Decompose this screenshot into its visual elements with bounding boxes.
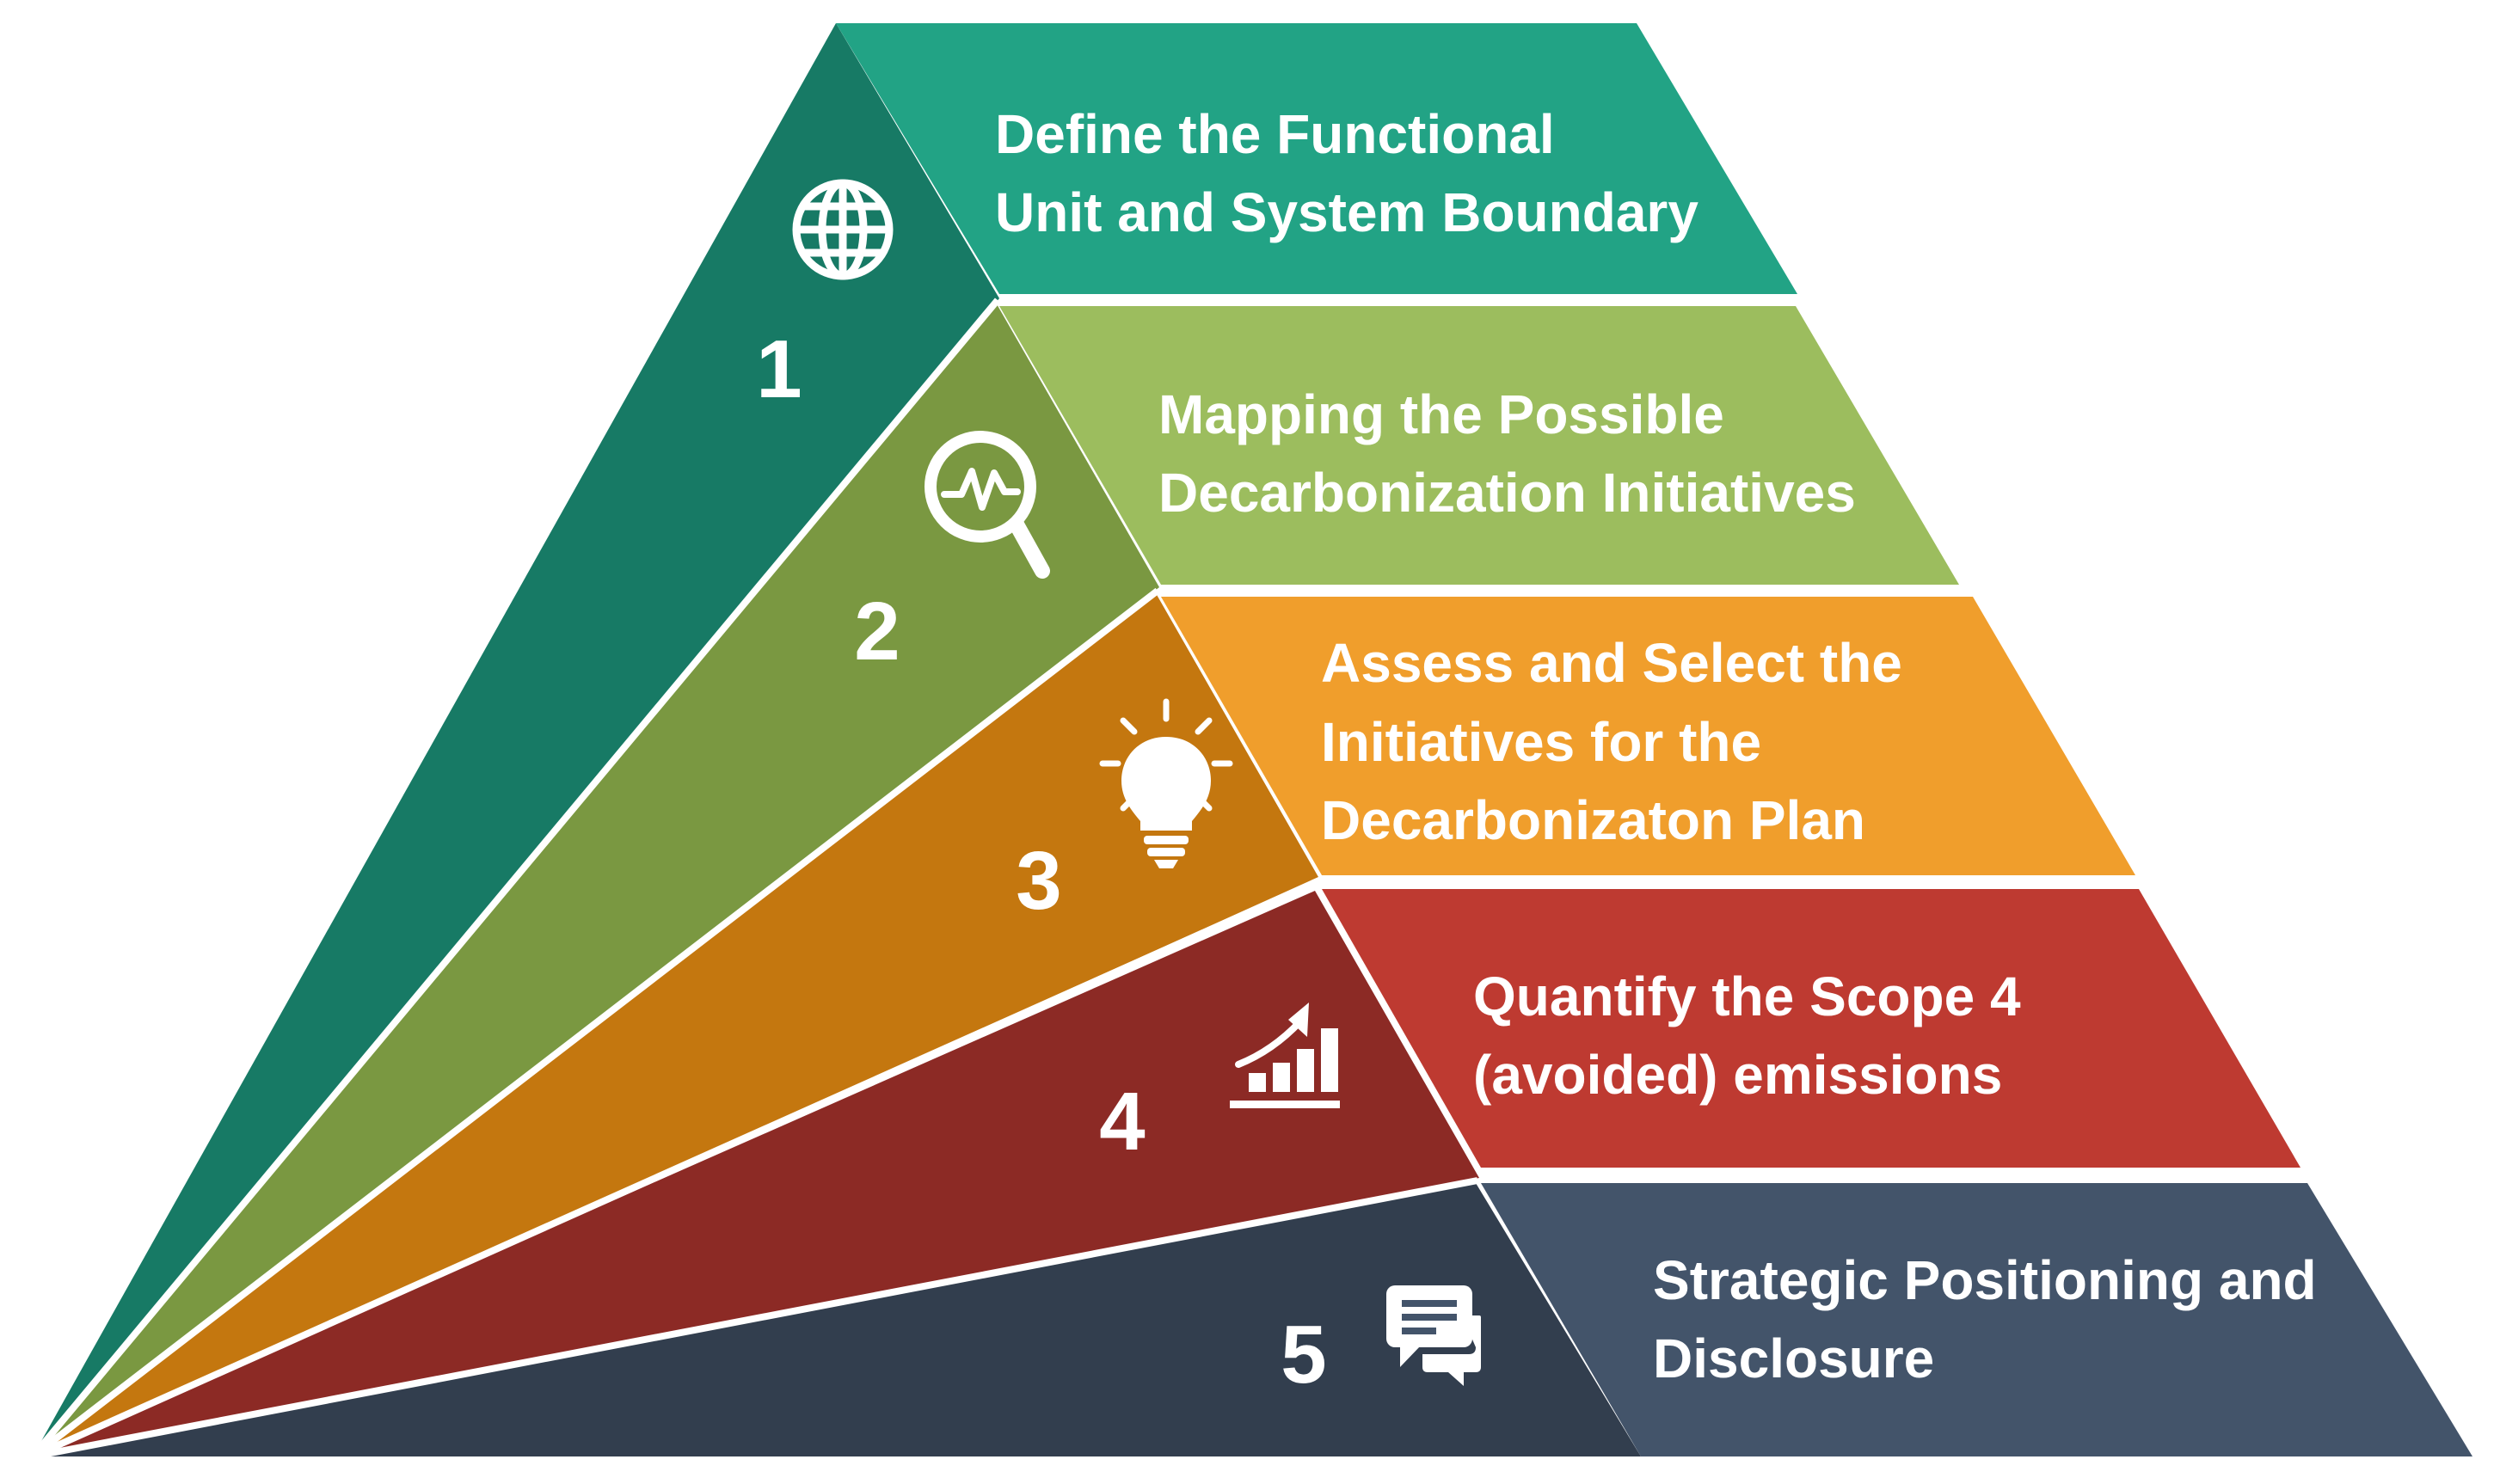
step-3-line-1: Assess and Select the <box>1321 632 1902 694</box>
magnifier-chart-icon <box>924 431 1050 579</box>
side-facet-5 <box>33 1183 1641 1456</box>
step-4-line-1: Quantify the Scope 4 <box>1473 966 2021 1027</box>
step-4-line-2: (avoided) emissions <box>1473 1044 2002 1106</box>
side-facet-4 <box>33 891 1479 1456</box>
step-number-3: 3 <box>1016 835 1061 927</box>
step-5-label: Strategic Positioning and Disclosure <box>1653 1249 2331 1389</box>
step-2-line-1: Mapping the Possible <box>1158 383 1724 445</box>
side-facets <box>29 23 1641 1460</box>
step-5-line-2: Disclosure <box>1653 1328 1934 1389</box>
step-number-4: 4 <box>1099 1076 1145 1168</box>
step-number-2: 2 <box>854 586 900 678</box>
lightbulb-icon <box>1099 698 1233 868</box>
step-number-5: 5 <box>1281 1309 1326 1401</box>
step-3-label: Assess and Select the Initiatives for th… <box>1321 632 1918 851</box>
globe-icon <box>792 179 894 280</box>
step-texts: Define the Functional Unit and System Bo… <box>995 103 2331 1389</box>
side-facet-1 <box>33 23 999 1456</box>
face-3 <box>1161 597 2135 875</box>
step-3-line-3: Decarbonizaton Plan <box>1321 789 1865 851</box>
step-1-line-2: Unit and System Boundary <box>995 181 1698 243</box>
step-numbers: 1 2 3 4 5 <box>756 323 1326 1401</box>
step-4-label: Quantify the Scope 4 (avoided) emissions <box>1473 966 2036 1106</box>
step-3-line-2: Initiatives for the <box>1321 711 1761 773</box>
face-2 <box>999 306 1959 585</box>
chat-bubbles-icon <box>1386 1285 1481 1386</box>
side-facet-2 <box>33 303 1159 1456</box>
face-4 <box>1322 889 2300 1168</box>
step-number-1: 1 <box>756 323 802 415</box>
growth-chart-icon <box>1230 1003 1340 1108</box>
step-1-line-1: Define the Functional <box>995 103 1555 165</box>
step-2-label: Mapping the Possible Decarbonization Ini… <box>1158 383 1856 524</box>
side-facet-3 <box>33 593 1318 1456</box>
face-1 <box>836 23 1797 294</box>
step-1-label: Define the Functional Unit and System Bo… <box>995 103 1698 243</box>
step-5-line-1: Strategic Positioning and <box>1653 1249 2317 1311</box>
face-5 <box>1481 1183 2472 1456</box>
front-faces <box>836 23 2472 1456</box>
step-2-line-2: Decarbonization Initiatives <box>1158 462 1856 524</box>
